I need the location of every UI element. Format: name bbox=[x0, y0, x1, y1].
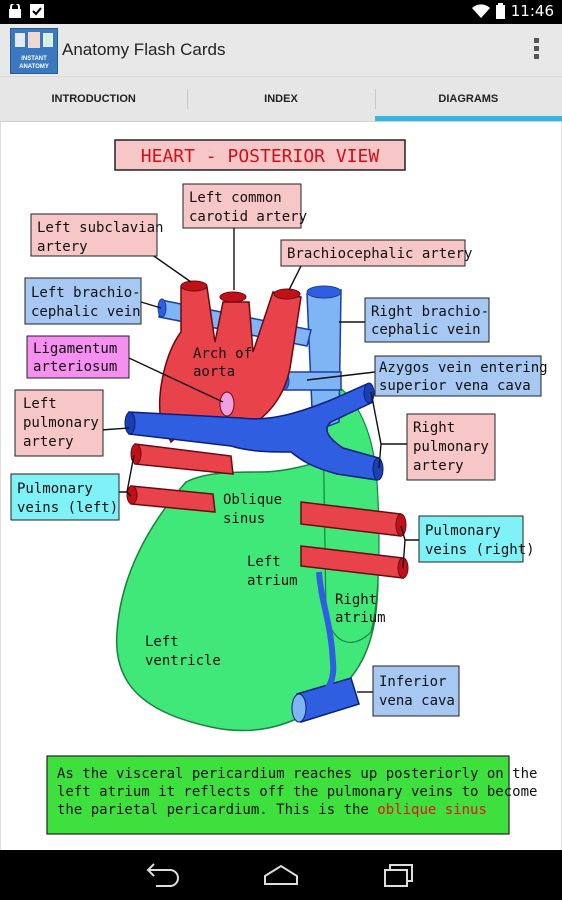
brachiocephalic-opening bbox=[273, 288, 301, 300]
label-ivc-2: vena cava bbox=[379, 693, 455, 709]
title-box bbox=[114, 139, 406, 171]
label-azygos-1: Azygos vein entering bbox=[379, 360, 548, 376]
note-box bbox=[46, 755, 510, 835]
ivc-opening bbox=[291, 693, 307, 723]
status-time: 11:46 bbox=[510, 2, 554, 20]
back-icon[interactable] bbox=[142, 862, 182, 888]
label-oblique-2: sinus bbox=[223, 511, 265, 527]
navigation-bar bbox=[0, 850, 562, 900]
check-icon bbox=[30, 4, 44, 18]
label-pulm-veins-right-1: Pulmonary bbox=[425, 523, 501, 539]
label-left-brachio-vein-2: cephalic vein bbox=[31, 304, 141, 320]
svg-text:ANATOMY: ANATOMY bbox=[19, 64, 49, 70]
leader-lines bbox=[100, 220, 419, 693]
label-box-left-brachio-vein bbox=[24, 277, 142, 325]
note-highlight: oblique sinus bbox=[377, 802, 487, 818]
label-pulm-veins-left-2: veins (left) bbox=[17, 500, 118, 516]
carotid-opening bbox=[219, 291, 247, 303]
label-pulm-veins-right-2: veins (right) bbox=[425, 542, 535, 558]
recents-icon[interactable] bbox=[382, 862, 418, 888]
label-right-pulm-artery-3: artery bbox=[413, 458, 464, 474]
svc-opening bbox=[306, 285, 342, 299]
label-box-brachiocephalic-artery bbox=[280, 239, 466, 267]
label-azygos-2: superior vena cava bbox=[379, 378, 531, 394]
label-box-pulm-veins-left bbox=[10, 473, 120, 521]
label-ivc-1: Inferior bbox=[379, 674, 446, 690]
ligamentum-shape bbox=[219, 391, 235, 417]
label-left-common-carotid-1: Left common bbox=[189, 190, 282, 206]
action-bar: INSTANT ANATOMY Anatomy Flash Cards bbox=[0, 24, 562, 77]
app-icon[interactable]: INSTANT ANATOMY bbox=[10, 28, 58, 74]
note-line-3: the parietal pericardium. This is the ob… bbox=[57, 802, 487, 818]
overflow-menu-icon[interactable] bbox=[534, 38, 540, 62]
label-left-pulm-artery-2: pulmonary bbox=[23, 415, 99, 431]
label-left-ventricle-1: Left bbox=[145, 634, 179, 650]
rpv-opening-1 bbox=[395, 513, 407, 537]
label-right-atrium-1: Right bbox=[335, 592, 377, 608]
heart-diagram: HEART - POSTERIOR VIEW bbox=[10, 139, 548, 835]
label-right-brachio-vein-2: cephalic vein bbox=[371, 322, 481, 338]
label-left-subclavian-2: artery bbox=[37, 239, 88, 255]
diagram-content: HEART - POSTERIOR VIEW bbox=[0, 122, 562, 850]
label-pulm-veins-left-1: Pulmonary bbox=[17, 481, 93, 497]
label-box-azygos bbox=[374, 355, 542, 397]
rpa-opening-lower bbox=[372, 457, 384, 481]
label-arch-1: Arch of bbox=[193, 346, 252, 362]
app-title: Anatomy Flash Cards bbox=[62, 40, 226, 59]
label-right-atrium-2: atrium bbox=[335, 610, 386, 626]
azygos-vein bbox=[282, 371, 342, 391]
label-left-pulm-artery-1: Left bbox=[23, 396, 57, 412]
wifi-icon bbox=[471, 4, 490, 18]
label-left-brachio-vein-1: Left brachio- bbox=[31, 285, 141, 301]
label-right-pulm-artery-2: pulmonary bbox=[413, 439, 489, 455]
battery-icon bbox=[495, 3, 505, 19]
label-box-right-brachio-vein bbox=[364, 297, 490, 343]
label-ligamentum-1: Ligamentum bbox=[33, 341, 117, 357]
diagram-title: HEART - POSTERIOR VIEW bbox=[141, 146, 380, 167]
label-left-subclavian-1: Left subclavian bbox=[37, 220, 163, 236]
label-box-carotid bbox=[182, 183, 302, 229]
label-box-subclavian bbox=[30, 213, 158, 257]
label-box-pulm-veins-right bbox=[418, 515, 524, 563]
tab-introduction[interactable]: INTRODUCTION bbox=[51, 93, 136, 105]
label-oblique-1: Oblique bbox=[223, 492, 282, 508]
note-line-2: left atrium it reflects off the pulmonar… bbox=[57, 784, 537, 800]
lbv-opening bbox=[157, 298, 167, 318]
label-left-atrium-2: atrium bbox=[247, 573, 298, 589]
left-pulmonary-veins bbox=[134, 443, 234, 475]
pulmonary-artery bbox=[128, 382, 380, 481]
status-bar: 11:46 bbox=[0, 0, 562, 24]
note-line-1: As the visceral pericardium reaches up p… bbox=[57, 766, 537, 782]
label-box-right-pulm-artery bbox=[406, 413, 496, 481]
subclavian-opening bbox=[180, 280, 208, 292]
lpa-opening bbox=[124, 411, 136, 435]
label-ligamentum-2: arteriosum bbox=[33, 359, 117, 375]
lpv-opening-2 bbox=[126, 485, 138, 505]
label-box-left-pulm-artery bbox=[14, 389, 104, 457]
label-arch-2: aorta bbox=[193, 364, 235, 380]
tab-index[interactable]: INDEX bbox=[187, 77, 374, 121]
tab-bar: INTRODUCTION INDEX DIAGRAMS bbox=[0, 77, 562, 122]
note-line-3-prefix: the parietal pericardium. This is the bbox=[57, 802, 377, 818]
label-left-ventricle-2: ventricle bbox=[145, 653, 221, 669]
tab-diagrams[interactable]: DIAGRAMS bbox=[374, 77, 562, 121]
lock-icon bbox=[9, 4, 21, 18]
label-box-ligamentum bbox=[26, 335, 130, 379]
label-left-atrium-1: Left bbox=[247, 554, 281, 570]
label-brachiocephalic-artery: Brachiocephalic artery bbox=[287, 246, 472, 262]
svg-text:INSTANT: INSTANT bbox=[21, 56, 47, 62]
label-right-pulm-artery-1: Right bbox=[413, 420, 455, 436]
coronary-line bbox=[309, 571, 337, 703]
label-box-ivc bbox=[372, 665, 460, 717]
home-icon[interactable] bbox=[262, 862, 300, 888]
label-left-pulm-artery-3: artery bbox=[23, 434, 74, 450]
label-right-brachio-vein-1: Right brachio- bbox=[371, 304, 489, 320]
label-left-common-carotid-2: carotid artery bbox=[189, 209, 307, 225]
